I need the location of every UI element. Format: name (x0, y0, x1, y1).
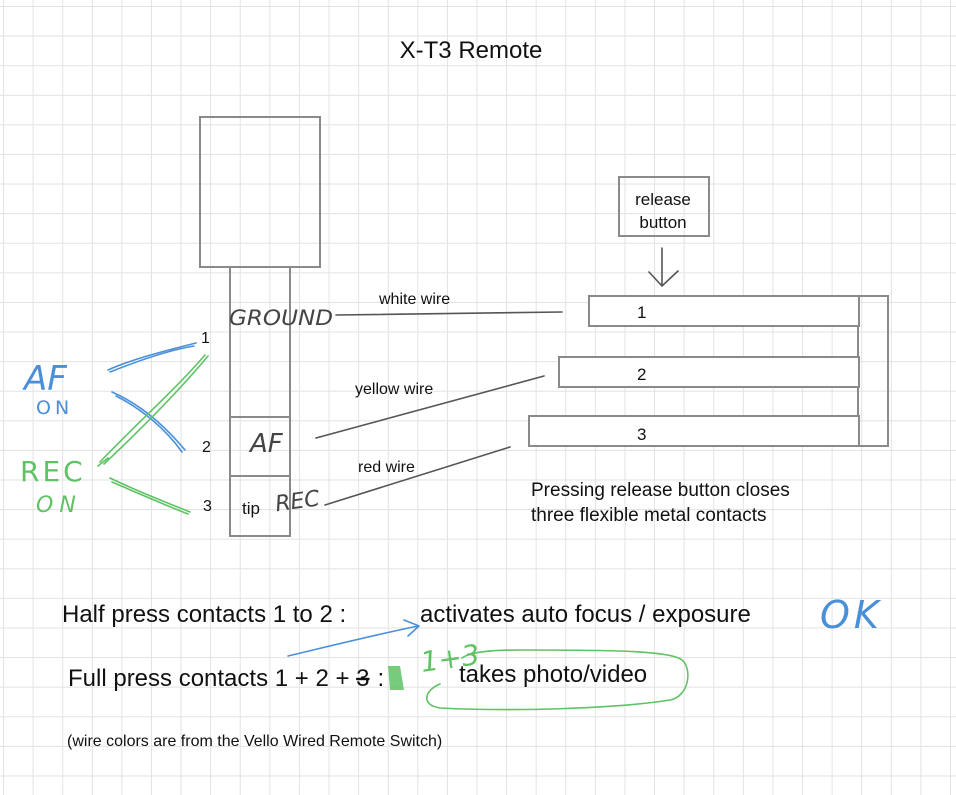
pin-number-2: 2 (202, 439, 211, 456)
diagram-title: X-T3 Remote (400, 37, 543, 64)
plug-head (199, 116, 321, 268)
af-cross-stroke (111, 391, 186, 453)
switch-contacts: 1 2 3 (528, 295, 889, 447)
plug-shaft (229, 266, 291, 418)
caption-line2: three flexible metal contacts (531, 505, 767, 526)
contact-1 (588, 295, 860, 327)
pin-number-3: 3 (203, 498, 212, 515)
yellow-wire-line (315, 375, 545, 439)
contact-2-number: 2 (637, 365, 646, 384)
half-press-rule: Half press contacts 1 to 2 : (62, 601, 346, 628)
full-press-colon: : (378, 665, 385, 692)
contact-3 (528, 415, 860, 447)
correction-loop-stroke (426, 649, 689, 711)
footnote: (wire colors are from the Vello Wired Re… (67, 733, 442, 750)
af-on-line2: ON (36, 397, 73, 419)
rec-on-annotation: REC ON (20, 354, 209, 518)
contact-3-number: 3 (637, 425, 646, 444)
green-strike-mark (388, 666, 404, 690)
ok-annotation: OK (820, 593, 883, 637)
wires: white wire yellow wire red wire (315, 291, 563, 506)
plug-tip (229, 475, 291, 537)
tip-label: tip (242, 499, 260, 518)
af-on-annotation: AF ON (22, 342, 197, 453)
contact-2 (558, 356, 860, 388)
contact-1-number: 1 (637, 303, 646, 322)
pin-number-1: 1 (201, 330, 210, 347)
release-button-label-line1: release (635, 190, 691, 209)
rec-pointer-stroke (109, 477, 191, 515)
half-press-result: activates auto focus / exposure (420, 601, 751, 628)
caption-line1: Pressing release button closes (531, 480, 790, 501)
contact-frame (857, 295, 889, 447)
rec-cross-stroke (97, 354, 209, 467)
rec-on-line2: ON (36, 493, 82, 518)
af-on-line1: AF (22, 359, 67, 399)
right-arrow-icon (287, 619, 420, 657)
red-wire-label: red wire (358, 459, 415, 476)
yellow-wire-label: yellow wire (355, 381, 433, 398)
af-pointer-stroke (107, 342, 197, 373)
rec-on-line1: REC (20, 455, 86, 488)
release-button-box (618, 176, 710, 237)
correction-annotation: 1+3 (418, 638, 481, 679)
full-press-struck-number: 3 (356, 665, 369, 692)
af-pin-label: AF (248, 429, 284, 459)
release-button-label-line2: button (639, 213, 686, 232)
plug: GROUND AF tip REC 1 2 3 (199, 116, 333, 537)
full-press-rule: Full press contacts 1 + 2 + 3: (68, 665, 384, 692)
release-button: release button (618, 176, 710, 288)
white-wire-line (335, 311, 563, 316)
rec-pin-label: REC (274, 486, 322, 517)
down-arrow-icon (648, 247, 679, 288)
full-press-result: takes photo/video (459, 661, 647, 688)
full-press-rule-text: Full press contacts 1 + 2 + (68, 665, 356, 692)
white-wire-label: white wire (378, 291, 450, 308)
red-wire-line (324, 446, 511, 506)
ground-label: GROUND (229, 306, 333, 330)
